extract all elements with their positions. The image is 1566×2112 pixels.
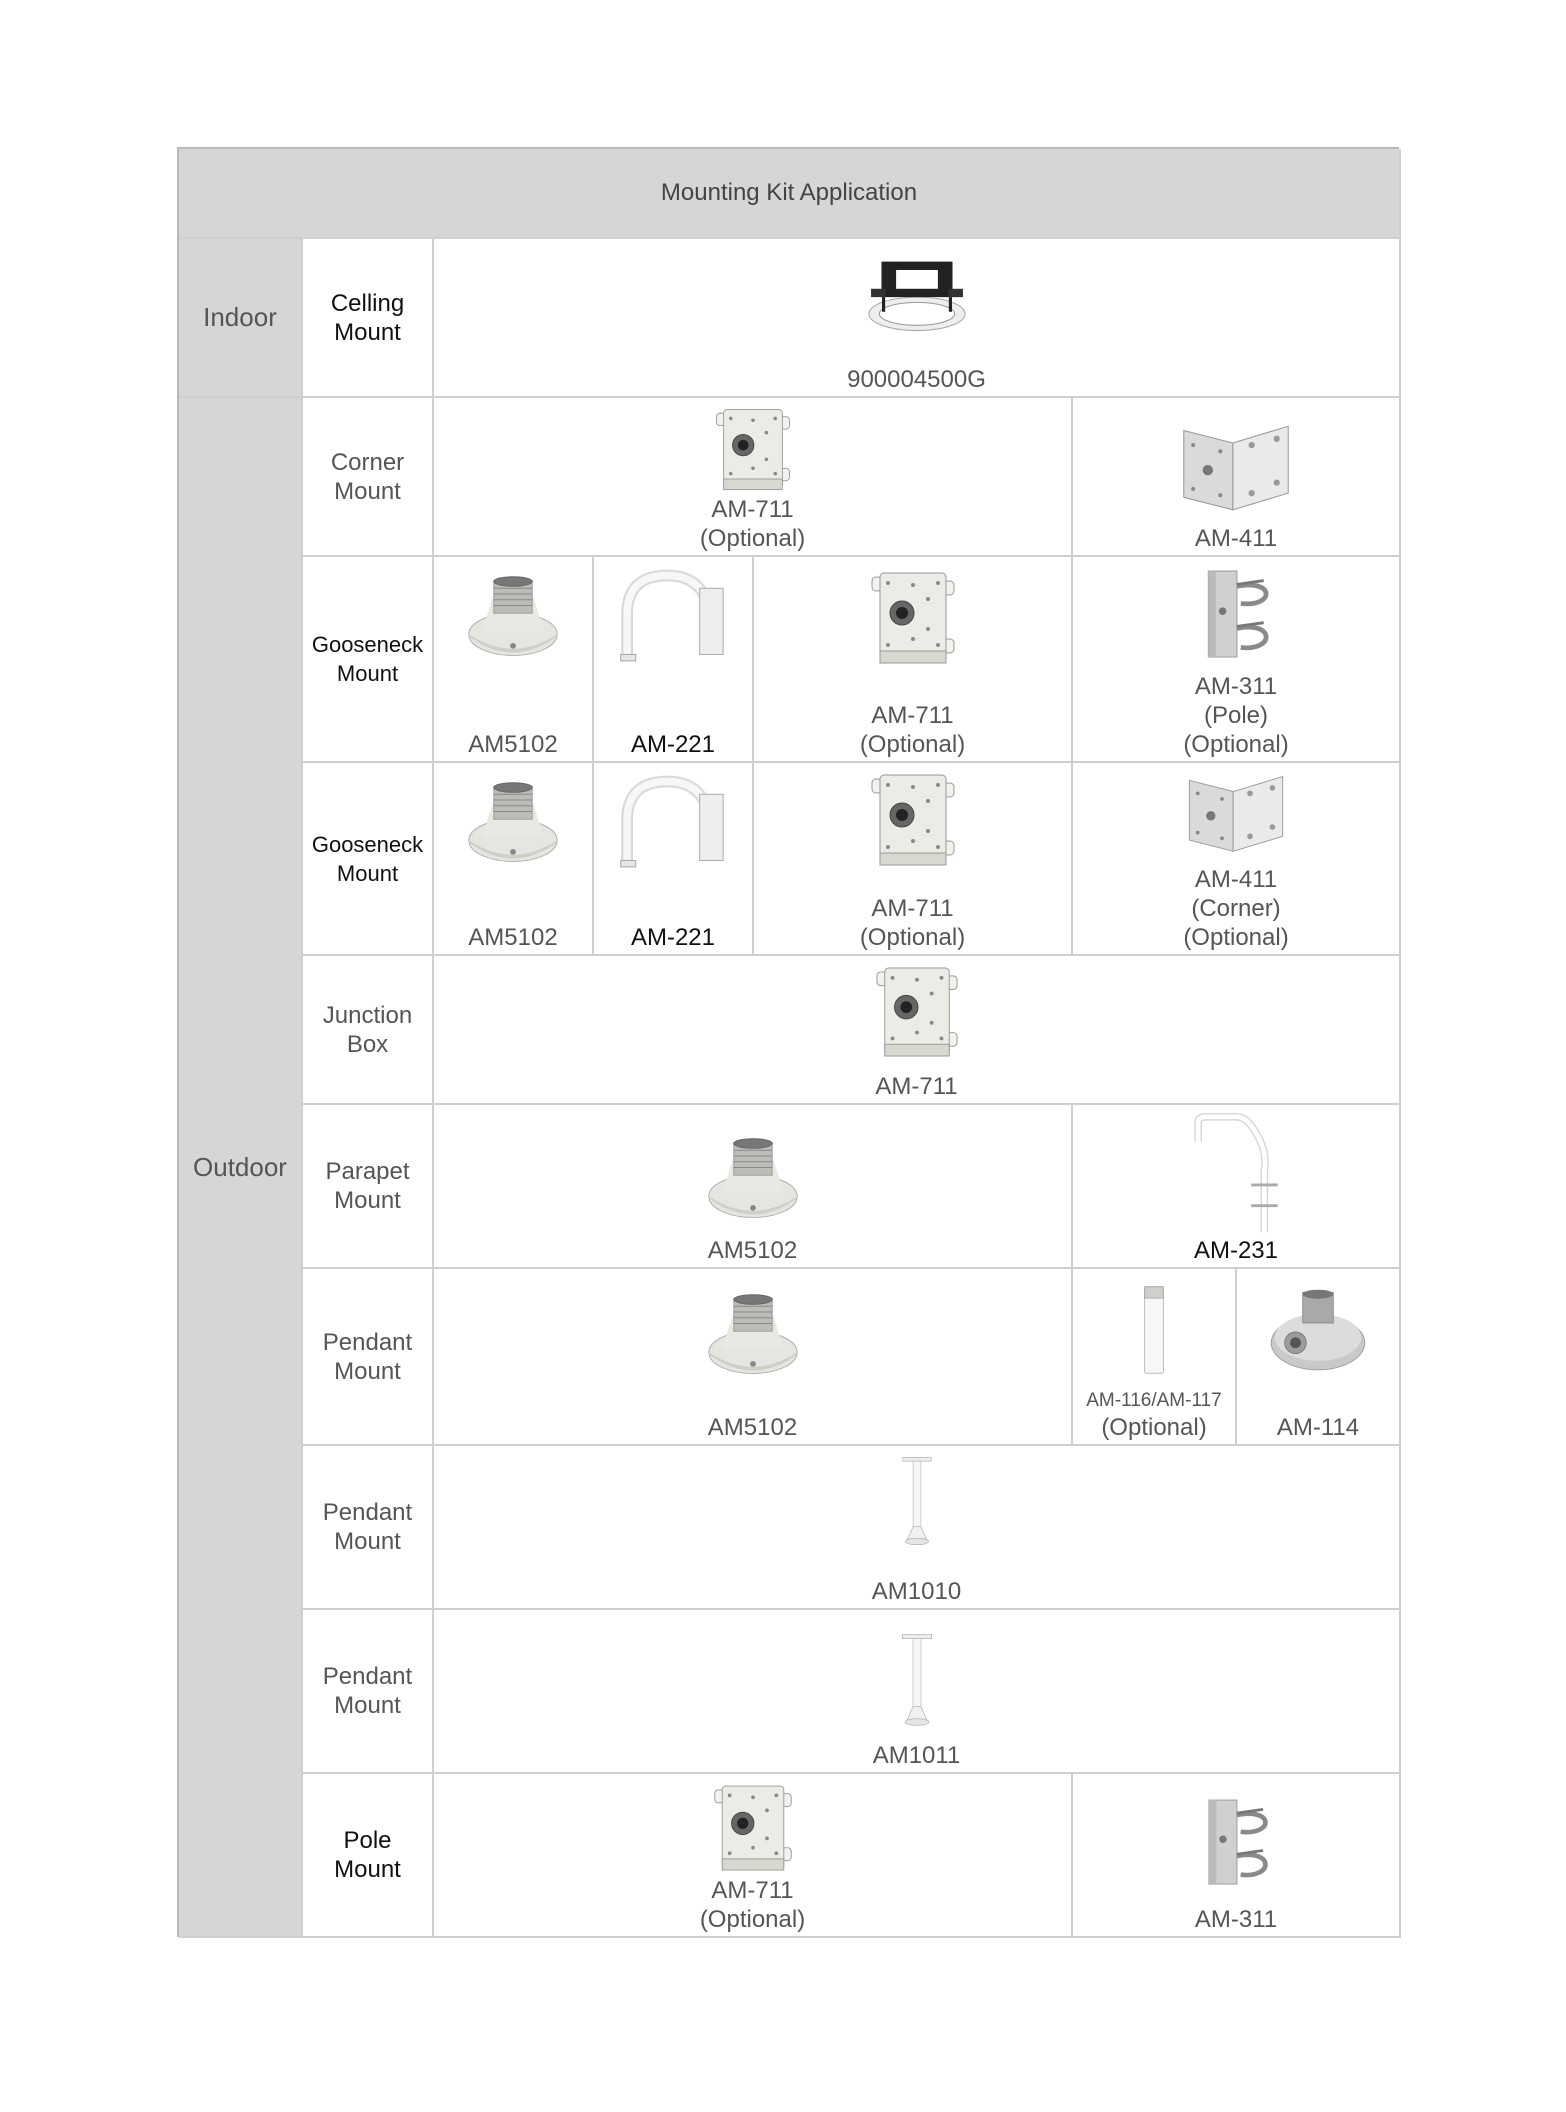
junction-box-icon <box>711 406 795 495</box>
product-cell: AM-311 <box>1073 1774 1401 1938</box>
product-label: AM-221 <box>630 924 716 951</box>
product-cell: AM-221 <box>594 557 754 763</box>
product-label: AM-221 <box>630 731 716 758</box>
product-cell: AM-711 <box>434 956 1401 1105</box>
mount-type: Celling Mount <box>303 239 434 398</box>
product-label: AM1011 <box>872 1742 961 1769</box>
product-cell: AM-311 (Pole) (Optional) <box>1073 557 1401 763</box>
product-label: AM-711 (Optional) <box>859 702 966 758</box>
mount-type: Corner Mount <box>303 398 434 557</box>
product-label: AM5102 <box>707 1237 798 1264</box>
mount-type: Pendant Mount <box>303 1446 434 1610</box>
product-cell: AM-711 (Optional) <box>754 763 1073 956</box>
product-cell: AM-411 <box>1073 398 1401 557</box>
cap-adapter-icon <box>705 1135 801 1225</box>
product-cell: AM-711 (Optional) <box>434 398 1073 557</box>
product-label: AM5102 <box>707 1414 798 1441</box>
product-label: AM-114 <box>1276 1414 1360 1441</box>
junction-box-icon <box>711 1782 795 1876</box>
product-cell: AM5102 <box>434 763 594 956</box>
product-label: AM-311 <box>1194 1906 1278 1933</box>
mounting-kit-table: Mounting Kit Application Indoor Outdoor … <box>177 147 1401 1938</box>
product-label: AM-711 (Optional) <box>699 1877 806 1933</box>
corner-bracket-icon <box>1178 771 1294 855</box>
mount-type: Gooseneck Mount <box>303 763 434 956</box>
mount-type: Pendant Mount <box>303 1269 434 1446</box>
product-label: AM1010 <box>871 1578 962 1605</box>
pendant-pipe-short-icon <box>897 1456 937 1546</box>
product-cell: AM5102 <box>434 557 594 763</box>
mount-type: Gooseneck Mount <box>303 557 434 763</box>
product-label: AM5102 <box>468 731 558 758</box>
product-cell: AM5102 <box>434 1105 1073 1269</box>
gooseneck-arm-icon <box>608 773 738 869</box>
product-label: AM5102 <box>468 924 558 951</box>
mount-type: Pole Mount <box>303 1774 434 1938</box>
table-header: Mounting Kit Application <box>179 149 1401 239</box>
gooseneck-arm-icon <box>608 567 738 663</box>
product-label: AM-711 (Optional) <box>859 895 966 951</box>
mount-type: Parapet Mount <box>303 1105 434 1269</box>
mount-type: Pendant Mount <box>303 1610 434 1774</box>
product-label-optional: (Optional) <box>1101 1414 1207 1441</box>
product-cell: 900004500G <box>434 239 1401 398</box>
cap-adapter-icon <box>705 1291 801 1381</box>
extension-tube-icon <box>1134 1283 1174 1377</box>
product-cell: AM-411 (Corner) (Optional) <box>1073 763 1401 956</box>
category-outdoor: Outdoor <box>179 398 303 1938</box>
ceiling-mount-bracket-icon <box>862 247 972 341</box>
product-cell: AM-114 <box>1237 1269 1401 1446</box>
product-label: AM-231 <box>1193 1237 1279 1264</box>
pole-bracket-icon <box>1194 1796 1278 1890</box>
category-indoor-label: Indoor <box>203 302 277 332</box>
product-label: AM-711 (Optional) <box>699 496 806 552</box>
pole-bracket-icon <box>1193 567 1279 663</box>
product-label: AM-311 (Pole) (Optional) <box>1183 673 1289 758</box>
product-cell: AM-231 <box>1073 1105 1401 1269</box>
parapet-arm-icon <box>1181 1113 1291 1236</box>
product-cell: AM1011 <box>434 1610 1401 1774</box>
product-label: AM-411 <box>1194 525 1278 552</box>
cap-adapter-icon <box>465 573 561 663</box>
product-label: AM-116/AM-117 <box>1086 1390 1222 1411</box>
category-outdoor-label: Outdoor <box>193 1151 287 1182</box>
category-indoor: Indoor <box>179 239 303 398</box>
product-label: AM-711 <box>875 1073 958 1100</box>
product-cell: AM-221 <box>594 763 754 956</box>
corner-bracket-icon <box>1178 420 1294 514</box>
junction-box-icon <box>868 771 958 871</box>
junction-box-icon <box>868 567 958 671</box>
product-cell: AM-116/AM-117 (Optional) <box>1073 1269 1237 1446</box>
mount-type: Junction Box <box>303 956 434 1105</box>
product-cell: AM1010 <box>434 1446 1401 1610</box>
product-cell: AM-711 (Optional) <box>434 1774 1073 1938</box>
product-label: AM-411 (Corner) (Optional) <box>1183 866 1289 951</box>
junction-box-icon <box>873 964 961 1062</box>
pendant-cap-icon <box>1268 1287 1368 1377</box>
product-cell: AM-711 (Optional) <box>754 557 1073 763</box>
product-label: 900004500G <box>847 366 986 393</box>
table-title: Mounting Kit Application <box>660 179 918 206</box>
cap-adapter-icon <box>465 779 561 869</box>
pendant-pipe-long-icon <box>897 1620 937 1740</box>
product-cell: AM5102 <box>434 1269 1073 1446</box>
